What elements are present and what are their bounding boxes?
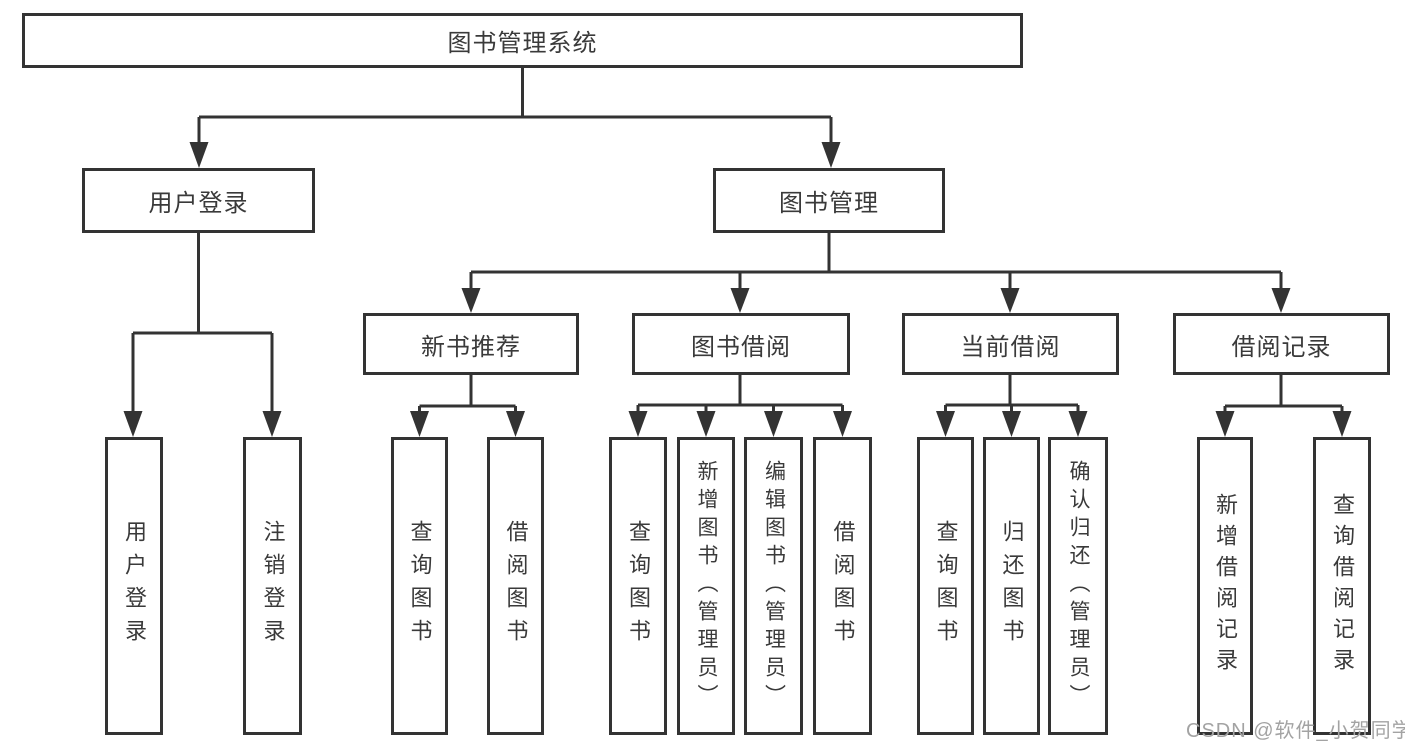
node-label: 借阅图书 bbox=[503, 520, 529, 652]
leaf-query-books-1: 查询图书 bbox=[391, 437, 448, 735]
leaf-query-books-2: 查询图书 bbox=[609, 437, 667, 735]
node-label: 用户登录 bbox=[122, 520, 147, 652]
leaf-logout: 注销登录 bbox=[243, 437, 302, 735]
node-current-borrow: 当前借阅 bbox=[902, 313, 1119, 375]
node-label: 当前借阅 bbox=[960, 333, 1061, 361]
node-label: 借阅图书 bbox=[830, 520, 856, 652]
leaf-borrow-books-1: 借阅图书 bbox=[487, 437, 544, 735]
node-new-book-recommend: 新书推荐 bbox=[363, 313, 579, 375]
leaf-edit-books-admin: 编辑图书（管理员） bbox=[744, 437, 803, 735]
node-label: 归还图书 bbox=[999, 520, 1025, 652]
node-label: 新增借阅记录 bbox=[1213, 493, 1238, 679]
node-book-management: 图书管理 bbox=[713, 168, 945, 233]
node-label: 确认归还（管理员） bbox=[1067, 460, 1090, 712]
leaf-return-books: 归还图书 bbox=[983, 437, 1040, 735]
node-label: 查询图书 bbox=[626, 520, 651, 652]
node-label: 用户登录 bbox=[148, 190, 249, 217]
csdn-watermark: CSDN @软件_小贺同学 bbox=[1186, 720, 1405, 742]
node-label: 图书管理 bbox=[779, 190, 879, 217]
leaf-borrow-books-2: 借阅图书 bbox=[813, 437, 872, 735]
node-label: 图书管理系统 bbox=[447, 30, 598, 57]
node-label: 查询借阅记录 bbox=[1330, 493, 1355, 679]
node-label: 查询图书 bbox=[933, 520, 959, 652]
node-label: 查询图书 bbox=[407, 520, 433, 652]
node-root-library-system: 图书管理系统 bbox=[22, 13, 1023, 68]
node-label: 编辑图书（管理员） bbox=[762, 460, 786, 712]
node-label: 图书借阅 bbox=[691, 333, 791, 361]
leaf-add-borrow-record: 新增借阅记录 bbox=[1197, 437, 1253, 735]
leaf-user-login: 用户登录 bbox=[105, 437, 163, 735]
node-label: 注销登录 bbox=[260, 520, 286, 652]
node-user-login-branch: 用户登录 bbox=[82, 168, 315, 233]
leaf-add-books-admin: 新增图书（管理员） bbox=[677, 437, 735, 735]
node-borrow-records: 借阅记录 bbox=[1173, 313, 1390, 375]
leaf-query-books-3: 查询图书 bbox=[917, 437, 974, 735]
node-label: 新增图书（管理员） bbox=[695, 460, 718, 712]
node-label: 新书推荐 bbox=[421, 333, 521, 361]
leaf-query-borrow-record: 查询借阅记录 bbox=[1313, 437, 1371, 735]
node-book-borrow: 图书借阅 bbox=[632, 313, 850, 375]
node-label: 借阅记录 bbox=[1231, 333, 1332, 361]
leaf-confirm-return-admin: 确认归还（管理员） bbox=[1048, 437, 1108, 735]
